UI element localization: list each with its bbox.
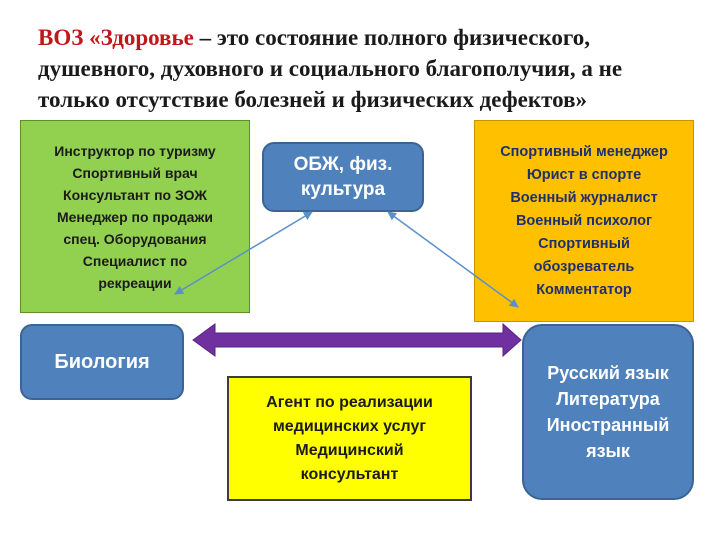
green-line: Менеджер по продажи — [56, 208, 213, 225]
orange-line: Военный журналист — [510, 189, 658, 206]
orange-line: Комментатор — [536, 281, 632, 298]
arrow-obzh-to-green — [174, 211, 313, 295]
green-line: Инструктор по туризму — [54, 142, 216, 159]
orange-line: обозреватель — [533, 258, 635, 275]
green-line: Спортивный врач — [72, 164, 198, 181]
orange-line: Юрист в спорте — [526, 166, 642, 183]
obzh-culture-node: ОБЖ, физ. культура — [262, 142, 424, 212]
green-line: Консультант по ЗОЖ — [63, 186, 207, 203]
yellow-line: консультант — [300, 465, 399, 483]
slide-title: ВОЗ «Здоровье – это состояние полного фи… — [38, 22, 698, 115]
orange-line: Спортивный — [538, 235, 630, 252]
languages-node: Русский язык Литература Иностранный язык — [522, 324, 694, 500]
languages-line: язык — [586, 441, 630, 461]
obzh-line: ОБЖ, физ. — [293, 154, 393, 175]
languages-line: Русский язык — [547, 363, 669, 383]
yellow-line: Медицинский — [295, 441, 404, 459]
title-accent: ВОЗ «Здоровье — [38, 25, 194, 50]
obzh-line: культура — [300, 179, 386, 200]
biology-node: Биология — [20, 324, 184, 400]
green-line: рекреации — [98, 274, 172, 291]
orange-line: Военный психолог — [515, 212, 653, 229]
languages-line: Иностранный — [546, 415, 670, 435]
languages-line: Литература — [556, 389, 660, 409]
green-line: Специалист по — [82, 252, 188, 269]
arrow-obzh-to-orange — [387, 211, 519, 308]
title-rest: – это состояние полного физического, душ… — [38, 25, 623, 112]
yellow-line: медицинских услуг — [272, 417, 427, 435]
yellow-line: Агент по реализации — [266, 393, 433, 411]
green-line: спец. Оборудования — [63, 230, 207, 247]
biology-languages-double-arrow — [192, 322, 522, 358]
biology-line: Биология — [54, 350, 150, 373]
orange-line: Спортивный менеджер — [500, 143, 668, 160]
yellow-professions-box: Агент по реализации медицинских услуг Ме… — [227, 376, 472, 501]
